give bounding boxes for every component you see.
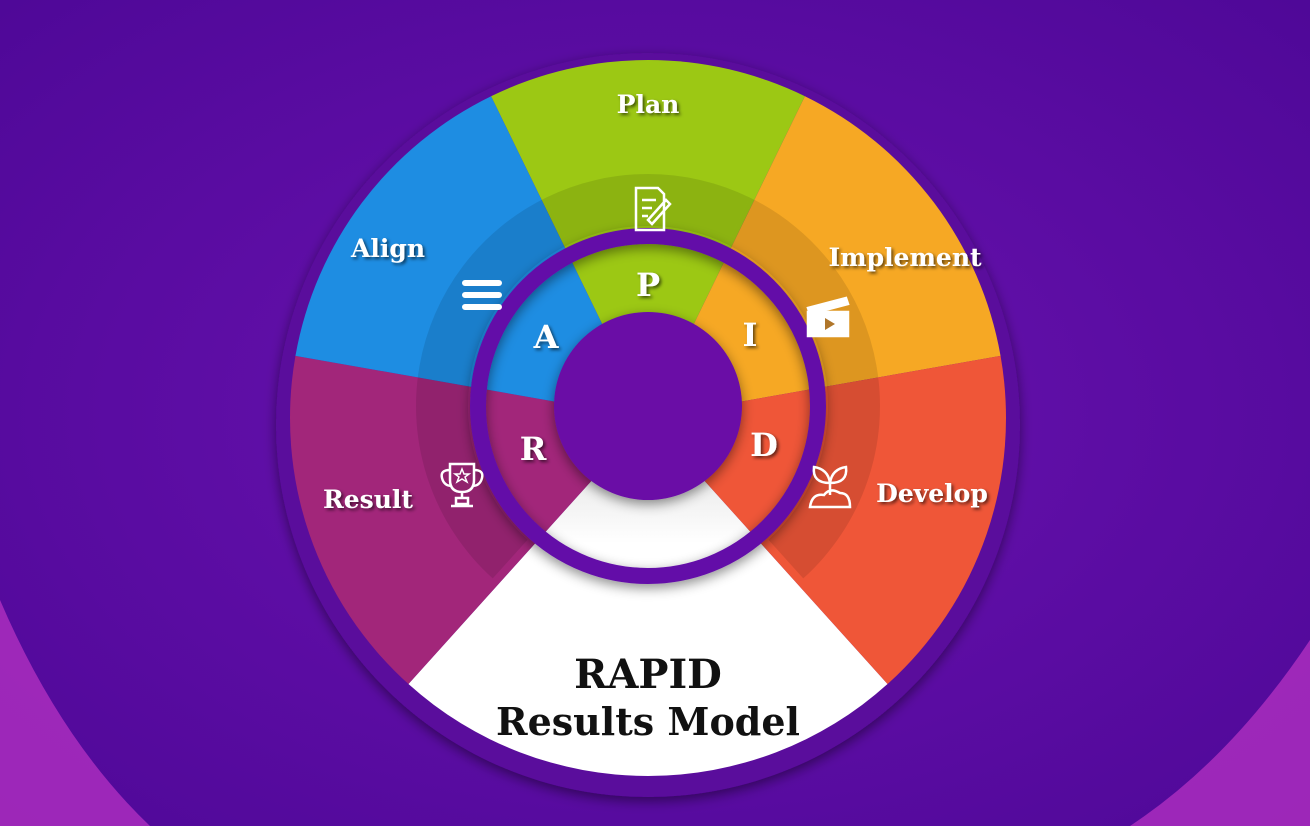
segment-label-implement: Implement [828,243,982,272]
segment-result [289,355,648,685]
segment-align [295,96,648,418]
corner-swoosh-right [1130,640,1310,826]
segment-label-develop: Develop [876,479,988,508]
document-pencil-icon [634,186,672,232]
segment-label-result: Result [323,485,413,514]
plant-sprout-icon [808,465,852,509]
title-wedge [408,418,888,776]
clapperboard-icon [806,296,850,338]
segment-letter-plan: P [636,266,660,304]
segment-letter-align: A [533,318,560,356]
segment-implement [648,96,1001,418]
center-circle [554,312,742,500]
segment-band-result [416,365,528,579]
menu-lines-icon [462,280,502,310]
segment-letter-develop: D [750,426,778,464]
segment-develop [648,355,1006,685]
title-line2: Results Model [496,699,800,744]
corner-swoosh-left [0,600,150,826]
inner-ring [470,228,826,584]
segment-label-align: Align [350,234,425,263]
segment-letter-result: R [520,430,547,468]
trophy-icon [440,462,484,508]
segment-label-plan: Plan [617,90,680,119]
segment-letter-implement: I [743,316,758,354]
title-line1: RAPID [574,651,722,698]
segment-band-align [419,197,570,375]
